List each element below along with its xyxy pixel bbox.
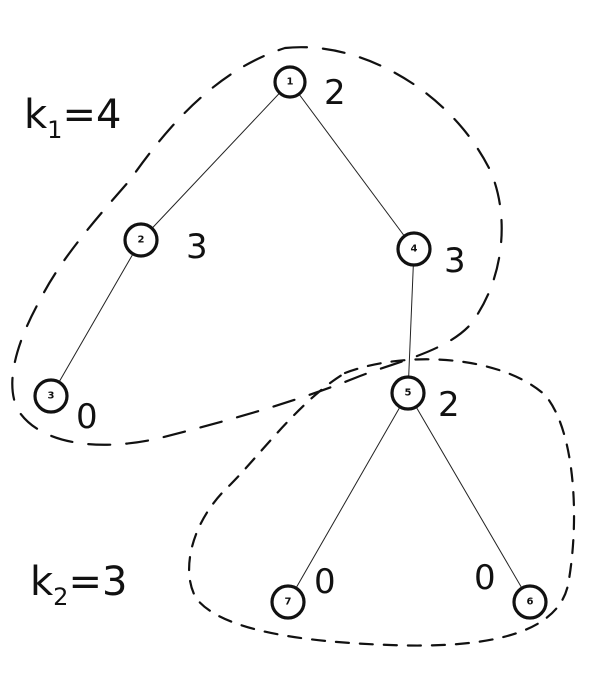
edge-5-6: [407, 392, 531, 603]
node-circle: [270, 584, 306, 620]
node-4: 4: [396, 231, 432, 267]
node-label: 5: [405, 388, 412, 399]
edge-2-3: [50, 239, 142, 397]
group-label-rest: =3: [68, 559, 127, 605]
weight-node-7: 0: [314, 562, 336, 602]
edge-1-4: [289, 81, 415, 250]
group-boundary-k2: [188, 358, 576, 647]
node-label: 3: [48, 391, 55, 402]
node-circle: [123, 222, 159, 258]
group-label-base: k: [24, 92, 48, 138]
node-7: 7: [270, 584, 306, 620]
weight-node-6: 0: [474, 558, 496, 598]
node-circle: [390, 375, 426, 411]
node-circle: [512, 584, 548, 620]
node-6: 6: [512, 584, 548, 620]
node-label: 2: [138, 235, 145, 246]
edge-4-5: [407, 248, 415, 394]
node-2: 2: [123, 222, 159, 258]
weight-node-4: 3: [444, 241, 466, 281]
group-label-subscript: 1: [47, 116, 62, 144]
node-circle: [396, 231, 432, 267]
node-label: 6: [527, 597, 534, 608]
group-label-k1: k1=4: [24, 92, 121, 144]
group-label-subscript: 2: [53, 583, 68, 611]
edge-layer: [50, 81, 531, 603]
group-label-rest: =4: [62, 92, 121, 138]
node-5: 5: [390, 375, 426, 411]
group-label-k2: k2=3: [30, 559, 127, 611]
group-label-base: k: [30, 559, 54, 605]
weight-node-1: 2: [324, 73, 346, 113]
node-label: 1: [287, 77, 294, 88]
weight-node-2: 3: [186, 227, 208, 267]
weight-node-5: 2: [438, 385, 460, 425]
node-3: 3: [33, 378, 69, 414]
weight-node-3: 0: [76, 397, 98, 437]
node-circle: [33, 378, 69, 414]
edge-1-2: [140, 81, 291, 241]
node-circle: [273, 65, 307, 99]
edge-5-7: [287, 392, 409, 603]
node-label: 7: [285, 597, 292, 608]
node-label: 4: [411, 244, 418, 255]
node-1: 1: [273, 65, 307, 99]
